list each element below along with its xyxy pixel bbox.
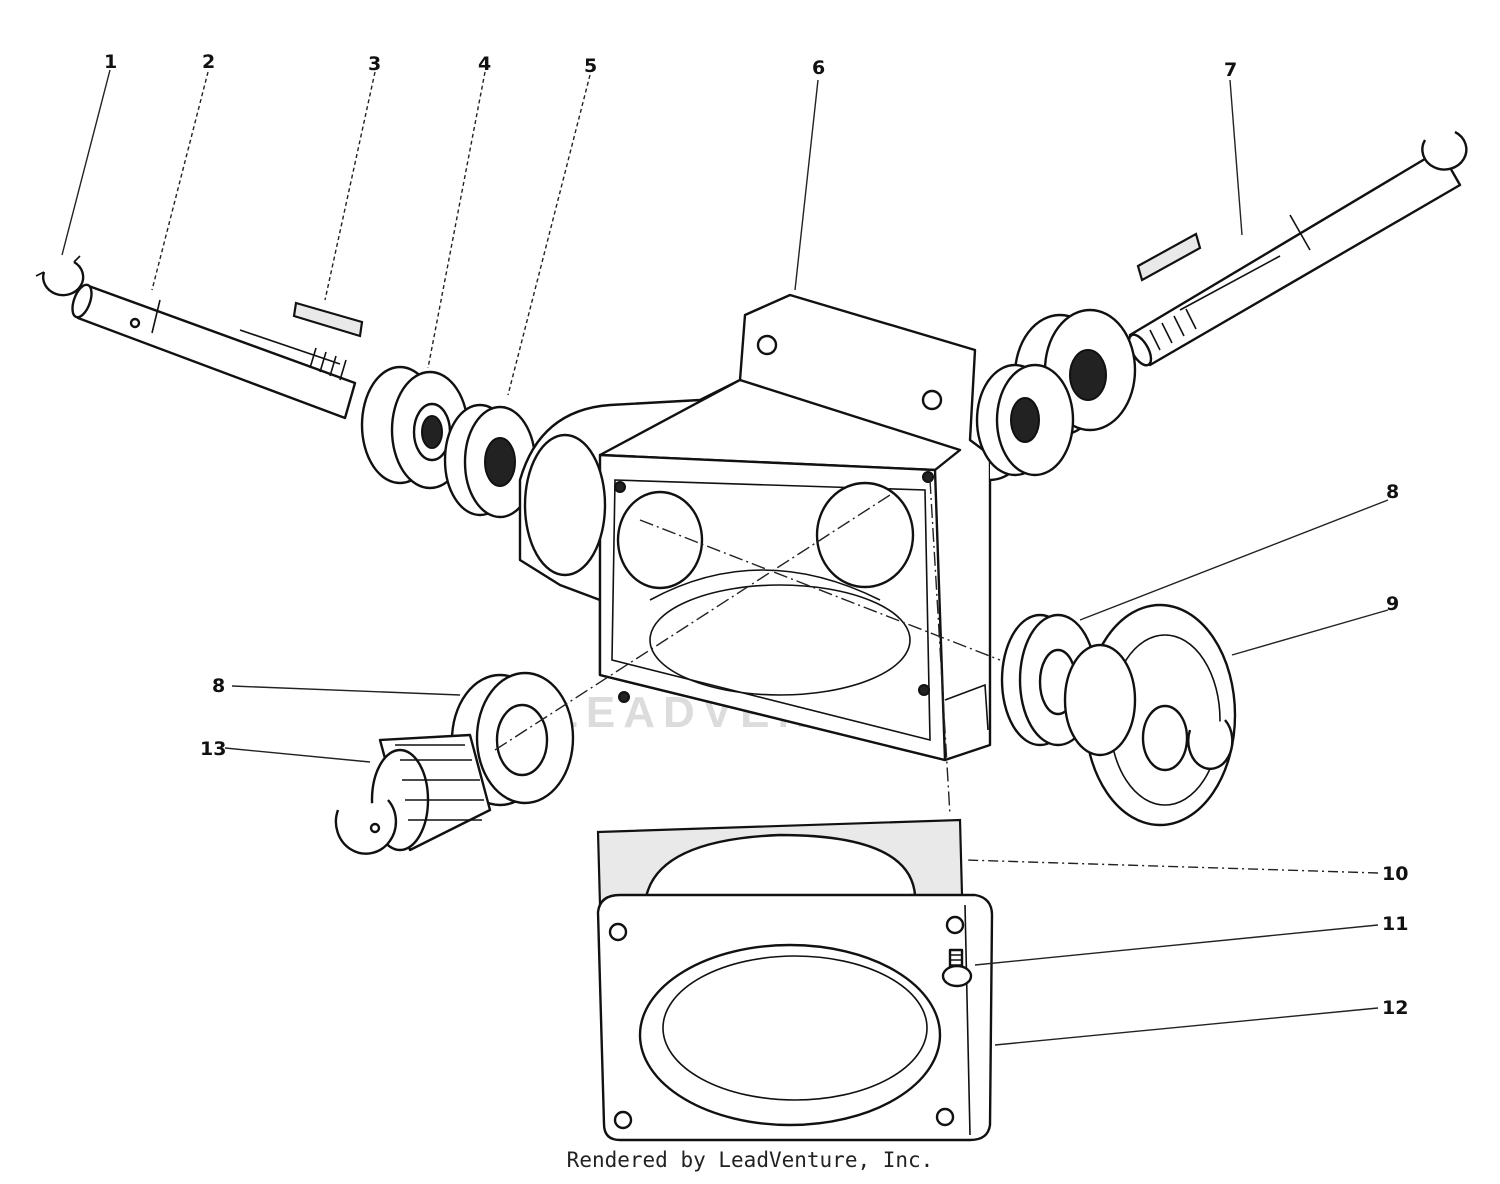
part-6-gearbox-housing[interactable] — [518, 293, 1032, 762]
callout-4: 4 — [478, 53, 491, 75]
callout-13: 13 — [200, 738, 226, 760]
part-1-snap-ring-left[interactable] — [35, 255, 85, 297]
callout-12: 12 — [1382, 997, 1408, 1019]
part-7-right-shaft[interactable] — [975, 130, 1468, 477]
leader-lines — [61, 69, 1389, 1046]
part-3-key[interactable] — [292, 301, 364, 338]
callout-8-left: 8 — [212, 675, 225, 697]
rendered-by-credit: Rendered by LeadVenture, Inc. — [566, 1148, 934, 1172]
callout-1: 1 — [104, 51, 117, 73]
part-5-seal[interactable] — [443, 403, 537, 519]
callout-6: 6 — [812, 57, 825, 79]
part-11-screw[interactable] — [941, 948, 973, 988]
callout-2: 2 — [202, 51, 215, 73]
callout-11: 11 — [1382, 913, 1408, 935]
callout-7: 7 — [1224, 59, 1237, 81]
callout-numbers: 1 2 3 4 5 6 7 8 9 8 13 10 11 12 — [104, 51, 1408, 1019]
part-9-bevel-gear[interactable] — [1063, 603, 1237, 827]
callout-9: 9 — [1386, 593, 1399, 615]
callout-8-right: 8 — [1386, 481, 1399, 503]
part-10-gasket[interactable] — [596, 818, 964, 907]
part-13-pinion-gear[interactable] — [334, 733, 492, 855]
callout-10: 10 — [1382, 863, 1408, 885]
callout-3: 3 — [368, 53, 381, 75]
callout-5: 5 — [584, 55, 597, 77]
part-12-cover-plate[interactable] — [596, 893, 994, 1142]
part-2-left-shaft[interactable] — [69, 282, 357, 420]
